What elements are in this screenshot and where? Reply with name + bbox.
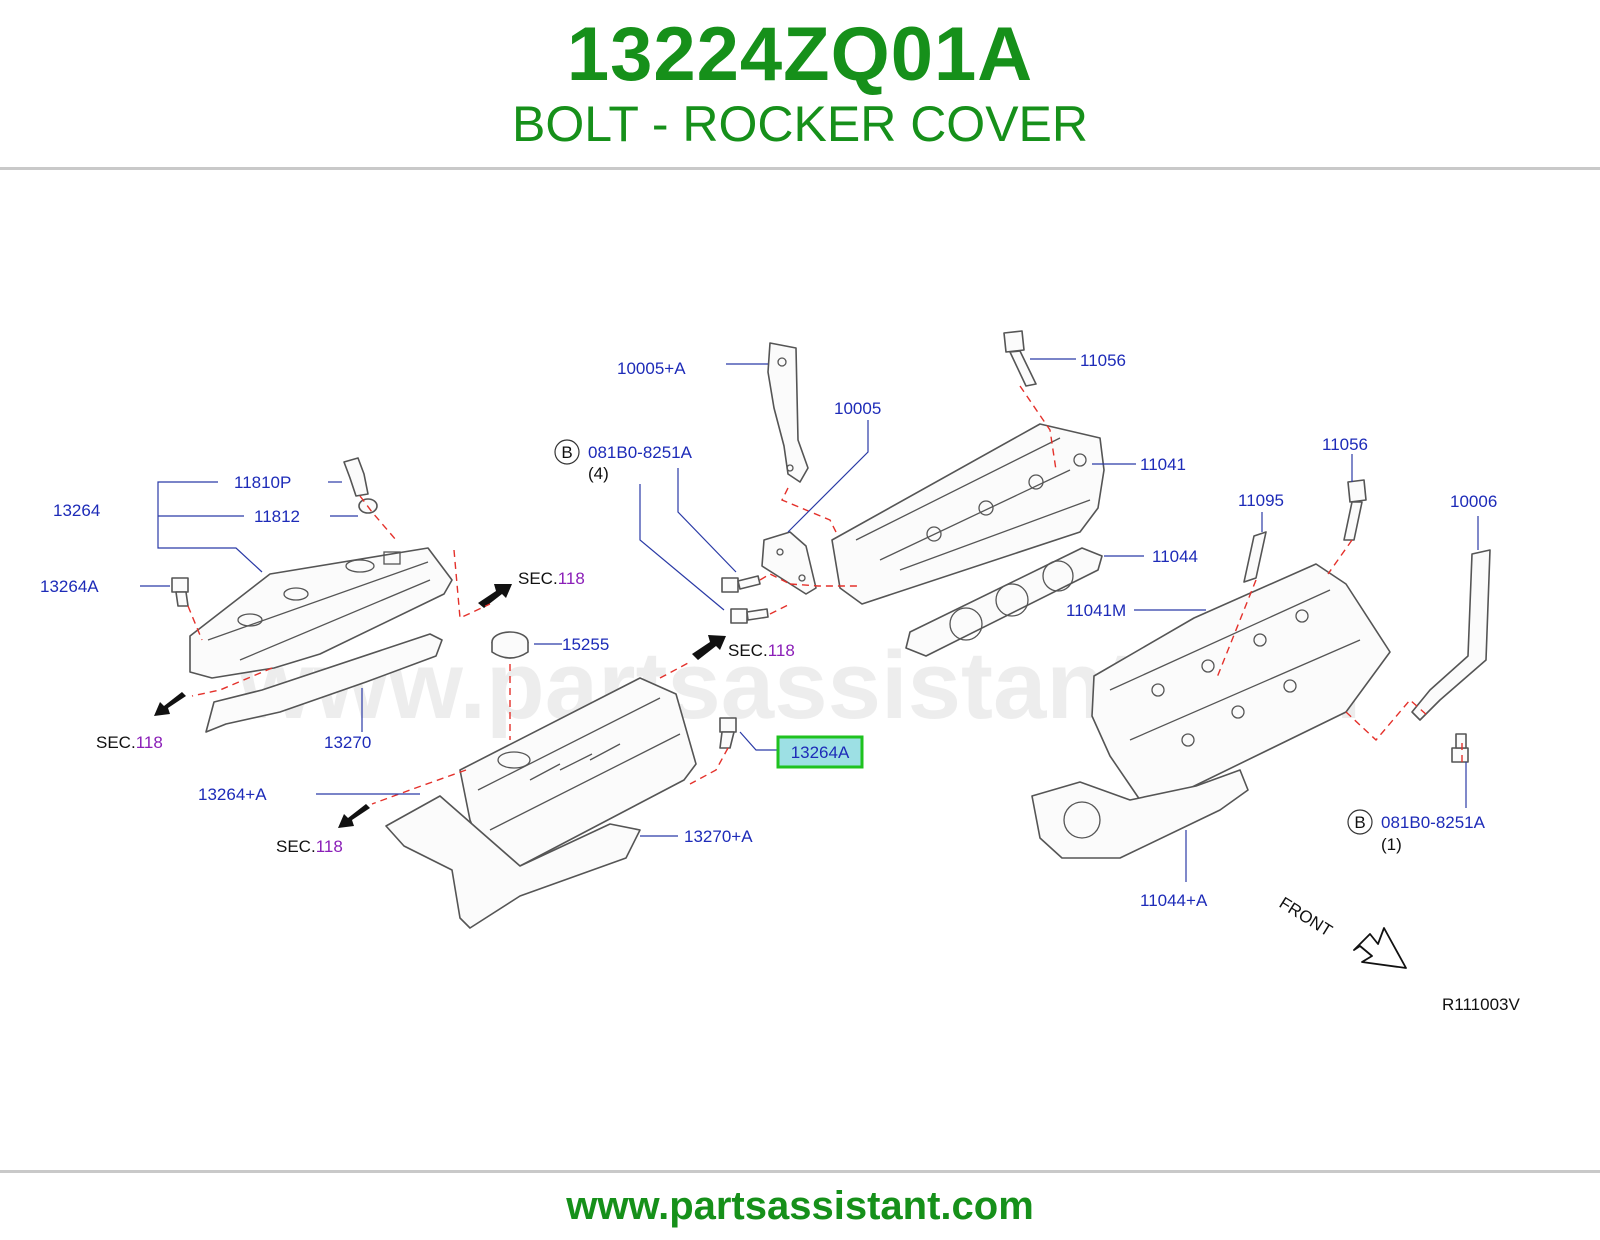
bolt-081b0-lower-part — [730, 608, 769, 624]
footer-url[interactable]: www.partsassistant.com — [566, 1184, 1034, 1228]
b-circle-right-letter: B — [1354, 813, 1365, 832]
top-divider — [0, 167, 1600, 170]
arrow-icon — [154, 692, 186, 716]
label-10005a: 10005+A — [617, 359, 686, 378]
bracket-10005a-part — [767, 342, 809, 483]
part-name-subtitle: BOLT - ROCKER COVER — [511, 96, 1089, 152]
sec-ref-center-upper[interactable]: SEC.118 — [728, 641, 795, 660]
front-label: FRONT — [1276, 893, 1336, 940]
bottom-divider — [0, 1170, 1600, 1173]
bracket-10006-part — [1411, 549, 1491, 721]
sec-ref-right-upper[interactable]: SEC.118 — [518, 569, 585, 588]
assembly-lines — [187, 385, 1463, 805]
b-circle-top-letter: B — [561, 443, 572, 462]
front-arrow-icon — [1353, 927, 1407, 969]
bolt-081b0-upper-part — [721, 575, 761, 593]
bolt-081b0-right-part — [1451, 733, 1469, 763]
label-13264: 13264 — [53, 501, 100, 520]
arrow-icon — [478, 584, 512, 608]
label-13264plusa: 13264+A — [198, 785, 267, 804]
gasket-11044-part — [905, 547, 1103, 657]
bolt-13264a-target-part — [719, 717, 737, 749]
arrow-icon — [338, 804, 370, 828]
gasket-13270-part — [205, 633, 443, 733]
label-10005: 10005 — [834, 399, 881, 418]
header: 13224ZQ01A BOLT - ROCKER COVER — [0, 0, 1600, 168]
dowel-11095-part — [1243, 531, 1267, 583]
bolt-11056-top-part — [1003, 330, 1037, 387]
label-qty-4: (4) — [588, 464, 609, 483]
label-081b0-right: 081B0-8251A — [1381, 813, 1486, 832]
rocker-cover-13264-part — [189, 547, 453, 679]
label-10006: 10006 — [1450, 492, 1497, 511]
label-15255: 15255 — [562, 635, 609, 654]
label-11041: 11041 — [1140, 455, 1186, 474]
label-13264a-target[interactable]: 13264A — [791, 743, 850, 762]
label-11044plusa: 11044+A — [1140, 891, 1208, 910]
b-circle-right — [1347, 809, 1373, 835]
sec-ref-center-lower[interactable]: SEC.118 — [276, 837, 343, 856]
gasket-13270plusa-part — [385, 795, 641, 929]
bolt-11056-right-part — [1343, 479, 1367, 541]
label-11056-right: 11056 — [1322, 435, 1368, 454]
label-081b0-top: 081B0-8251A — [588, 443, 693, 462]
diagram-code: R111003V — [1442, 995, 1520, 1014]
bracket-10005-part — [761, 531, 817, 595]
filler-cap-15255-part — [491, 631, 529, 659]
bolt-13264a-left-part — [171, 577, 189, 607]
sec-ref-left-lower[interactable]: SEC.118 — [96, 733, 163, 752]
b-circle-top — [554, 439, 580, 465]
label-11056-top: 11056 — [1080, 351, 1126, 370]
label-13264a-left: 13264A — [40, 577, 99, 596]
leader-lines — [140, 358, 1479, 882]
cylinder-head-11041m-part — [1091, 563, 1391, 801]
label-13270plusa: 13270+A — [684, 827, 753, 846]
label-qty-1: (1) — [1381, 835, 1402, 854]
cap-11810p-part — [343, 457, 369, 497]
label-11044: 11044 — [1152, 547, 1198, 566]
cylinder-head-11041-part — [831, 423, 1105, 605]
label-13270: 13270 — [324, 733, 371, 752]
part-number-title: 13224ZQ01A — [566, 12, 1034, 97]
label-11041m: 11041M — [1066, 601, 1126, 620]
gasket-11044plusa-part — [1031, 769, 1249, 859]
highlight-13264a-box[interactable] — [776, 735, 864, 769]
label-11095: 11095 — [1238, 491, 1284, 510]
label-11810p: 11810P — [234, 473, 291, 492]
label-11812: 11812 — [254, 507, 300, 526]
arrow-icon — [692, 635, 726, 660]
